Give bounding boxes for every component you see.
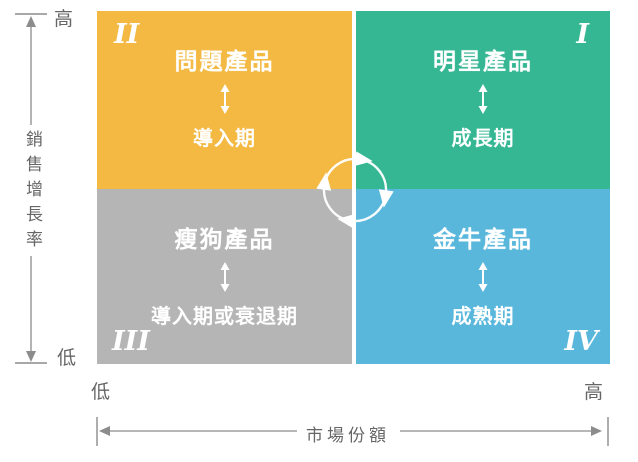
y-axis-high-label: 高 [54,8,74,30]
lifecycle-phase: 成熟期 [451,304,515,328]
x-axis-high-label: 高 [584,381,604,403]
quadrant-numeral: IV [564,326,598,357]
up-down-arrow-icon [478,262,488,292]
quadrant-numeral: III [112,326,150,357]
up-down-arrow-icon [220,84,229,114]
quadrant-title: 問題產品 [174,48,275,75]
quadrant-title: 金牛產品 [433,226,533,253]
quadrant-cash-cow-products: IV 金牛產品 成熟期 [356,189,610,364]
quadrant-star-products: I 明星產品 成長期 [356,11,610,189]
up-down-arrow-icon [478,84,488,114]
quadrant-numeral: II [114,19,140,50]
y-axis-title: 銷售增長率 [22,129,42,255]
quadrant-dog-products: III 瘦狗產品 導入期或衰退期 [97,189,352,364]
lifecycle-phase: 成長期 [451,126,515,150]
lifecycle-phase: 導入期或衰退期 [151,304,298,328]
cycle-arrows-icon [316,151,394,229]
quadrant-numeral: I [576,19,589,50]
quadrant-title: 明星產品 [433,48,533,75]
quadrant-question-products: II 問題產品 導入期 [97,11,352,189]
lifecycle-phase: 導入期 [193,126,256,150]
x-axis-line [96,417,609,446]
x-axis-low-label: 低 [91,381,111,403]
y-axis-low-label: 低 [57,347,77,369]
x-axis-title: 市場份額 [306,426,390,446]
quadrant-title: 瘦狗產品 [174,226,275,253]
up-down-arrow-icon [220,262,229,292]
y-axis-line [15,13,47,364]
matrix-grid: II 問題產品 導入期 I 明星產品 成長期 III 瘦狗產品 [97,11,610,364]
